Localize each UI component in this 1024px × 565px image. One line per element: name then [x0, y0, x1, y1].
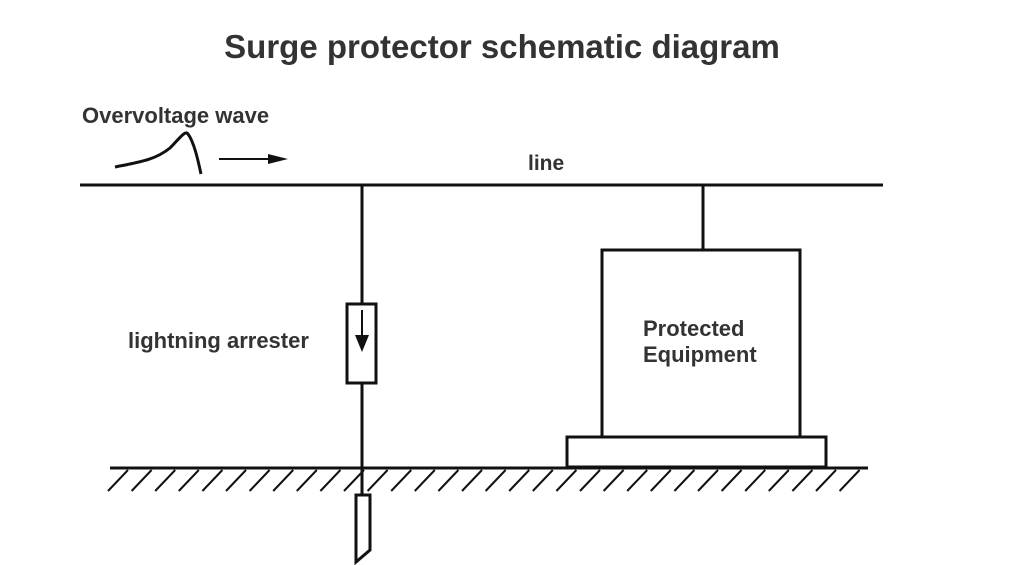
direction-arrow-icon [219, 154, 288, 164]
ground-hatch-mark [248, 469, 271, 492]
ground-hatch-mark [225, 469, 247, 492]
ground-hatch-mark [602, 469, 625, 492]
ground-hatch-mark [744, 469, 766, 492]
ground-hatch-mark [626, 469, 648, 492]
lightning-arrester-label: lightning arrester [128, 328, 309, 353]
ground-hatch-mark [201, 469, 224, 492]
ground-hatch-mark [437, 469, 460, 492]
line-label: line [528, 152, 565, 175]
ground-hatch-mark [815, 469, 837, 492]
ground-hatch-mark [390, 469, 412, 492]
arrester-arrow-icon [355, 335, 369, 352]
ground-hatch-mark [768, 469, 790, 492]
ground-hatch-mark [791, 469, 814, 492]
ground-hatch-mark [461, 469, 483, 492]
protected-equipment-label: Protected Equipment [643, 316, 757, 368]
ground-hatch-mark [484, 469, 507, 492]
overvoltage-wave-label: Overvoltage wave [82, 103, 270, 128]
ground-hatch-mark [579, 469, 601, 492]
ground-hatch-mark [532, 469, 554, 492]
protected-equipment-label-line1: Protected [643, 316, 745, 341]
ground-hatch-mark [838, 469, 861, 492]
ground-hatch-mark [650, 469, 672, 492]
protected-equipment-label-line2: Equipment [643, 342, 757, 367]
overvoltage-wave-shape [114, 131, 203, 175]
ground-hatch-mark [319, 469, 342, 492]
ground-hatch-mark [673, 469, 696, 492]
ground-hatch-mark [130, 469, 153, 492]
equipment-base [565, 435, 828, 469]
ground-hatch-mark [154, 469, 176, 492]
ground-hatch-mark [414, 469, 436, 492]
ground-hatch-mark [555, 469, 578, 492]
ground-hatch-mark [366, 469, 389, 492]
ground-hatch-mark [272, 469, 294, 492]
ground-hatch-mark [107, 469, 129, 492]
ground-hatch-mark [296, 469, 318, 492]
ground-hatch-mark [508, 469, 530, 492]
ground-rod [354, 493, 372, 565]
ground-hatching [107, 469, 861, 492]
ground-hatch-mark [178, 469, 200, 492]
ground-hatch-mark [697, 469, 719, 492]
page-title: Surge protector schematic diagram [224, 28, 780, 65]
ground-hatch-mark [343, 469, 365, 492]
ground-hatch-mark [720, 469, 743, 492]
